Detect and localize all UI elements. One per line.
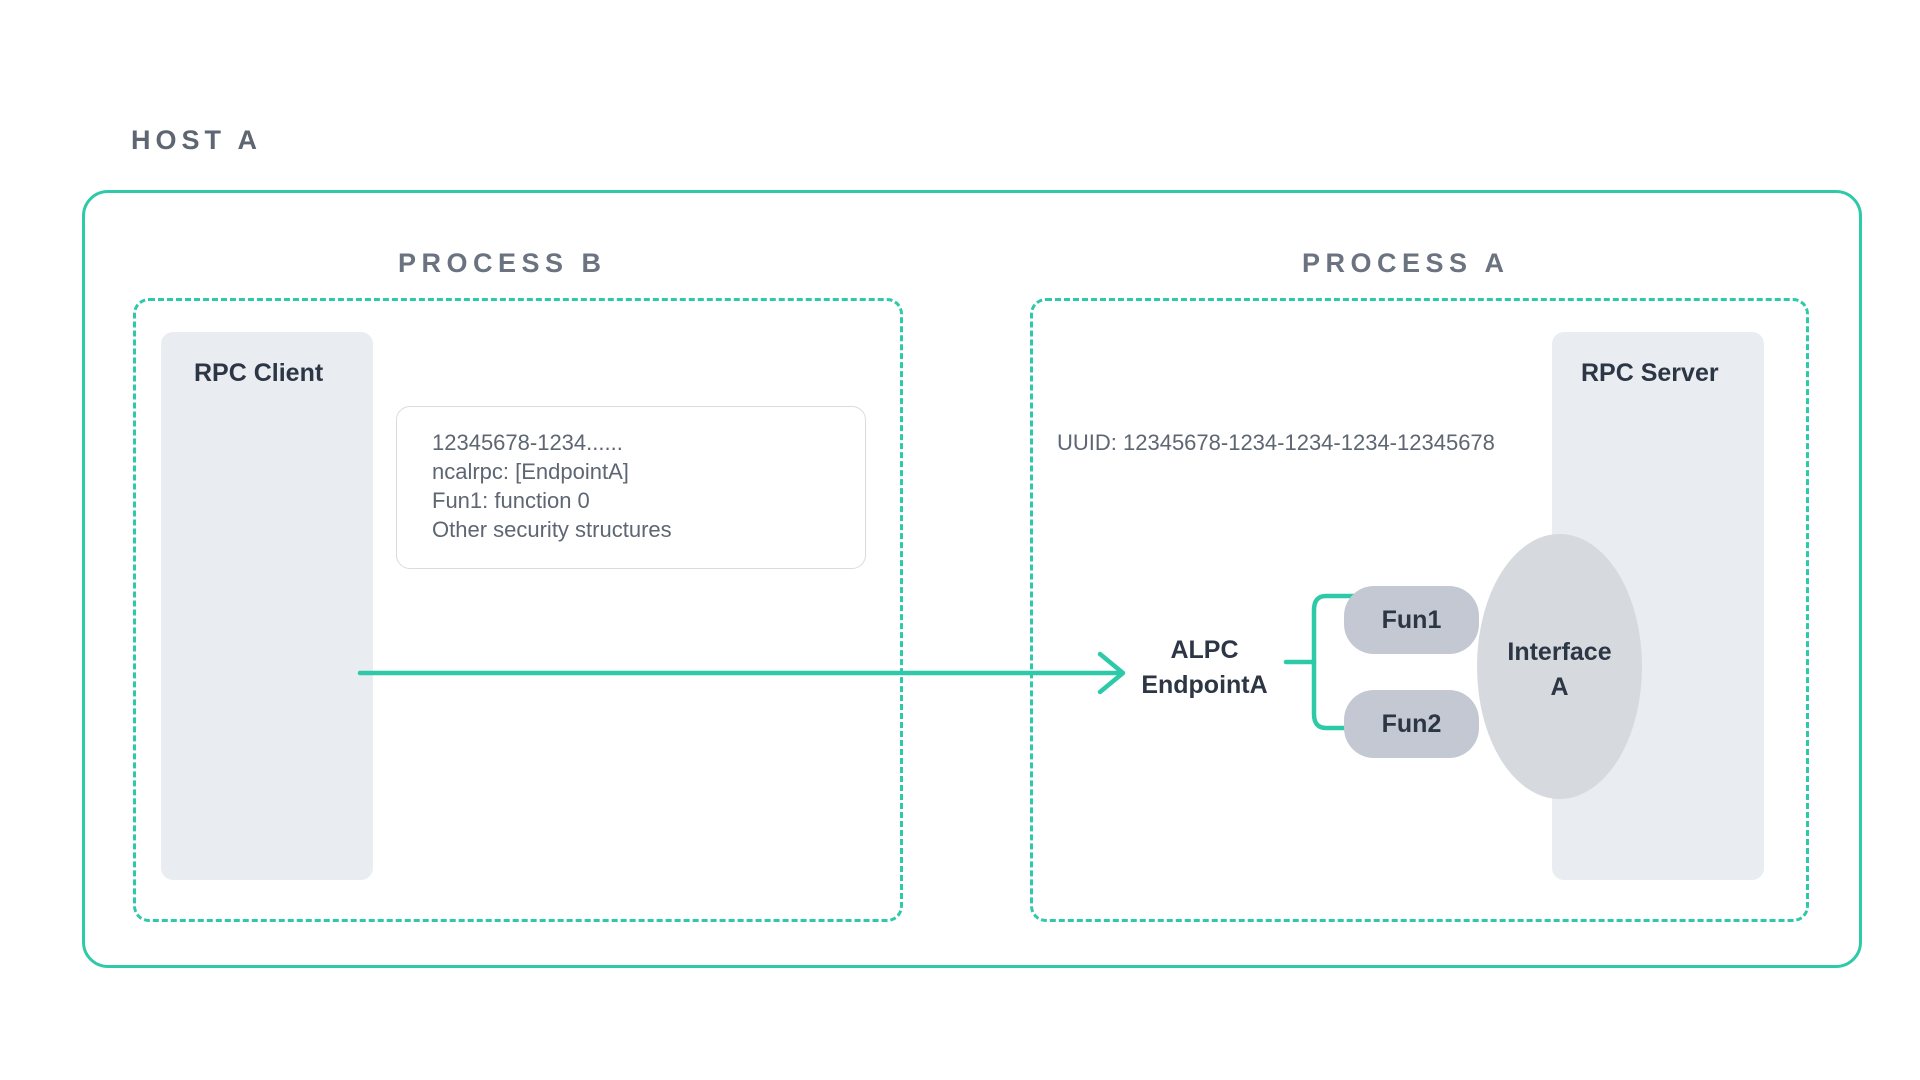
interface-a-label-line2: A xyxy=(1550,673,1569,701)
interface-a-label-line1: Interface xyxy=(1507,638,1612,666)
alpc-endpoint-label-line1: ALPC xyxy=(1170,636,1239,664)
binding-handle-line-4: Other security structures xyxy=(432,517,672,542)
rpc-server-label: RPC Server xyxy=(1581,359,1719,387)
process-b-title: PROCESS B xyxy=(398,248,607,278)
interface-a-shape xyxy=(1477,534,1642,799)
process-b-boundary xyxy=(133,298,903,922)
binding-handle-line-2: ncalrpc: [EndpointA] xyxy=(432,459,629,484)
binding-handle-line-1: 12345678-1234...... xyxy=(432,430,623,455)
binding-handle-line-3: Fun1: function 0 xyxy=(432,488,590,513)
function-group-brace-icon xyxy=(1283,593,1359,731)
process-a-boundary xyxy=(1030,298,1809,922)
process-a-title: PROCESS A xyxy=(1302,248,1510,278)
uuid-text: UUID: 12345678-1234-1234-1234-12345678 xyxy=(1057,430,1495,455)
client-to-endpoint-arrow-icon xyxy=(357,651,1126,695)
interface-a-label: Interface A xyxy=(1477,635,1642,705)
host-boundary-box xyxy=(82,190,1862,968)
host-title: HOST A xyxy=(131,125,262,155)
alpc-endpoint-label-line2: EndpointA xyxy=(1141,671,1268,699)
function-pill-fun1[interactable]: Fun1 xyxy=(1344,586,1479,654)
alpc-endpoint-label: ALPC EndpointA xyxy=(1122,633,1287,703)
binding-handle-card xyxy=(396,406,866,569)
binding-handle-text: 12345678-1234...... ncalrpc: [EndpointA]… xyxy=(432,428,852,544)
function-pill-fun2[interactable]: Fun2 xyxy=(1344,690,1479,758)
rpc-client-panel xyxy=(161,332,373,880)
rpc-client-label: RPC Client xyxy=(194,359,324,387)
